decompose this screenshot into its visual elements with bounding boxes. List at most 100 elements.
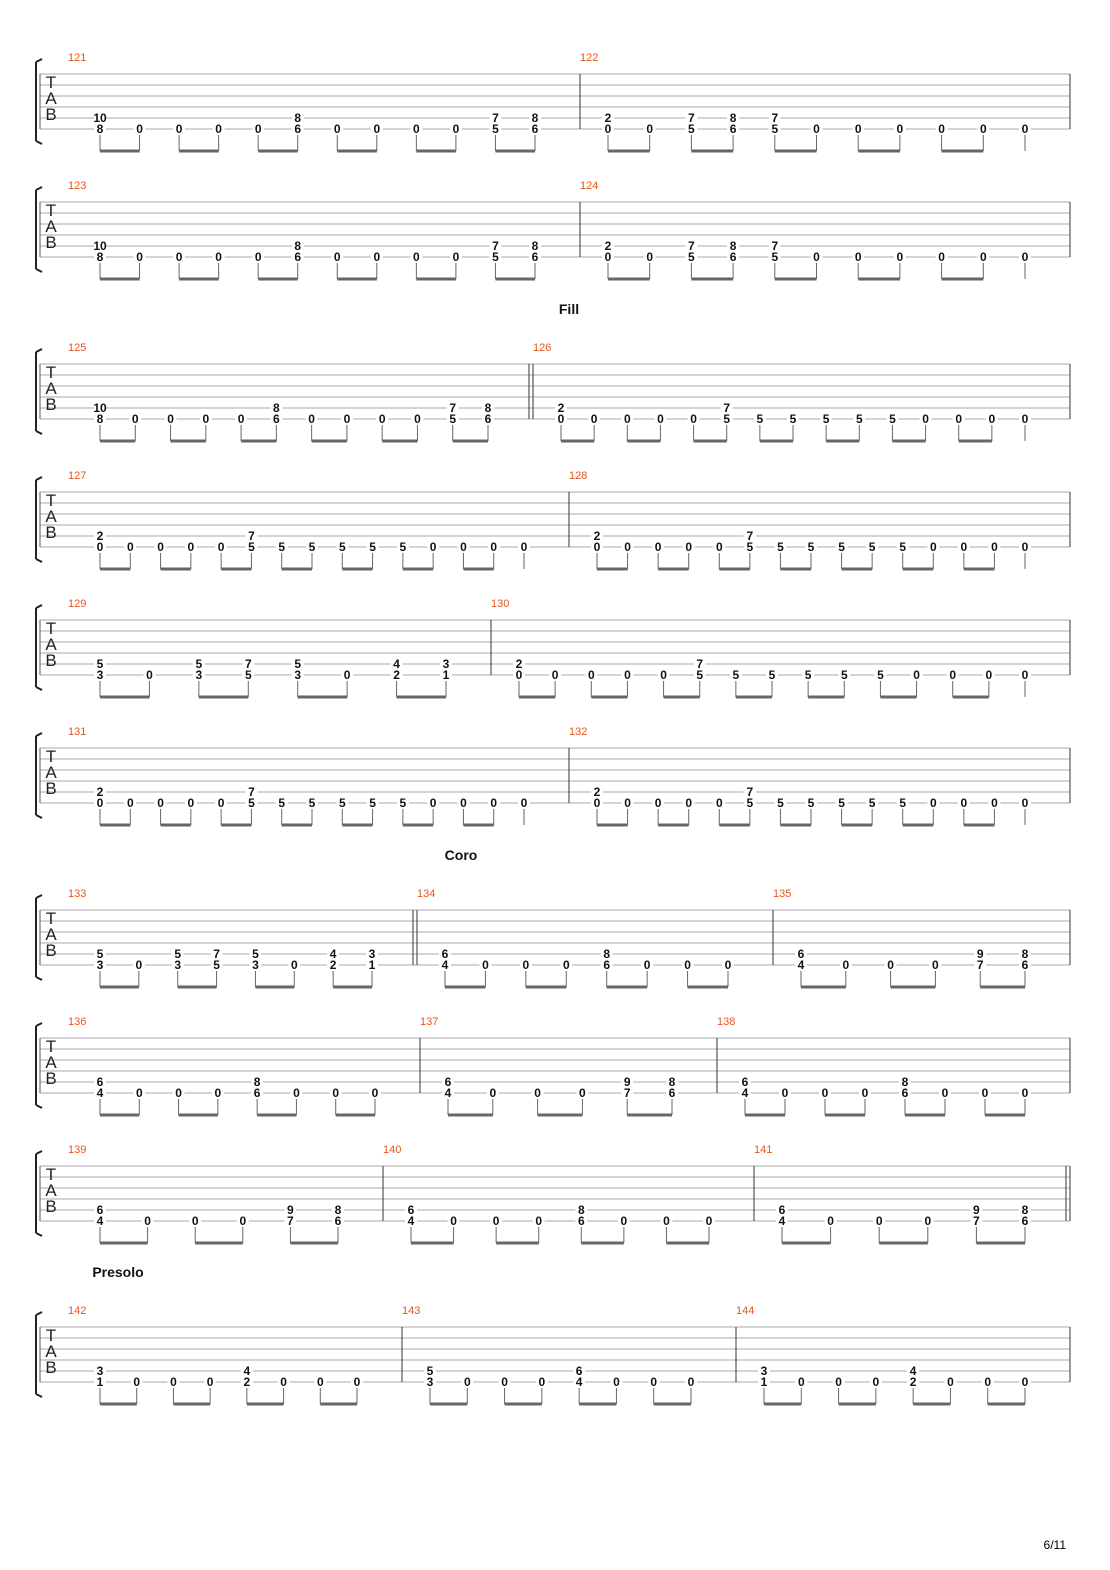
fret-backdrop <box>366 949 378 959</box>
fret-backdrop <box>336 798 349 808</box>
fret-backdrop <box>727 241 740 251</box>
fret-backdrop <box>288 960 301 970</box>
fret-number: 0 <box>133 1375 140 1389</box>
fret-number: 0 <box>876 1214 883 1228</box>
fret-number: 5 <box>899 796 906 810</box>
fret-backdrop <box>852 252 865 262</box>
fret-backdrop <box>795 1377 808 1387</box>
fret-backdrop <box>487 542 500 552</box>
fret-number: 0 <box>521 796 528 810</box>
fret-backdrop <box>685 113 698 123</box>
fret-backdrop <box>94 1366 106 1376</box>
fret-backdrop <box>974 949 987 959</box>
fret-backdrop <box>189 1216 202 1226</box>
fret-number: 0 <box>982 1086 989 1100</box>
fret-number: 0 <box>684 958 691 972</box>
fret-number: 0 <box>372 1086 379 1100</box>
fret-backdrop <box>560 960 573 970</box>
fret-number: 0 <box>558 412 565 426</box>
fret-number: 0 <box>97 540 104 554</box>
fret-number: 0 <box>613 1375 620 1389</box>
fret-backdrop <box>643 252 656 262</box>
fret-backdrop <box>482 414 494 424</box>
fret-backdrop <box>498 1377 511 1387</box>
fret-backdrop <box>390 659 403 669</box>
fret-number: 6 <box>1022 1214 1029 1228</box>
fret-backdrop <box>340 414 353 424</box>
fret-backdrop <box>899 1088 911 1098</box>
fret-backdrop <box>192 659 205 669</box>
fret-backdrop <box>884 960 897 970</box>
tab-clef-letter: B <box>45 105 56 124</box>
tab-clef-letter: B <box>45 651 56 670</box>
fret-number: 6 <box>408 1203 415 1217</box>
fret-number: 0 <box>1022 1375 1029 1389</box>
fret-backdrop <box>621 798 634 808</box>
fret-number: 0 <box>782 1086 789 1100</box>
fret-backdrop <box>919 414 932 424</box>
fret-number: 5 <box>733 668 740 682</box>
tab-clef-letter: A <box>45 635 57 654</box>
fret-number: 0 <box>897 122 904 136</box>
fret-backdrop <box>1019 949 1031 959</box>
fret-backdrop <box>575 1205 588 1215</box>
fret-number: 0 <box>552 668 559 682</box>
fret-backdrop <box>896 542 909 552</box>
fret-number: 8 <box>294 111 301 125</box>
fret-backdrop <box>952 414 965 424</box>
fret-number: 0 <box>239 1214 246 1228</box>
fret-backdrop <box>802 670 815 680</box>
fret-backdrop <box>240 1377 253 1387</box>
fret-number: 0 <box>822 1086 829 1100</box>
fret-number: 0 <box>961 796 968 810</box>
measure-number: 136 <box>68 1016 86 1028</box>
fret-number: 0 <box>949 668 956 682</box>
fret-number: 6 <box>445 1075 452 1089</box>
fret-backdrop <box>929 960 942 970</box>
fret-backdrop <box>585 670 598 680</box>
fret-number: 0 <box>660 668 667 682</box>
fret-number: 0 <box>334 122 341 136</box>
fret-number: 4 <box>576 1375 583 1389</box>
fret-number: 0 <box>521 540 528 554</box>
fret-backdrop <box>944 1377 957 1387</box>
fret-backdrop <box>251 1088 264 1098</box>
measure-number: 133 <box>68 888 86 900</box>
fret-number: 4 <box>97 1086 104 1100</box>
fret-number: 5 <box>492 250 499 264</box>
system-bracket <box>35 58 43 145</box>
fret-backdrop <box>240 1366 253 1376</box>
fret-number: 0 <box>942 1086 949 1100</box>
fret-number: 5 <box>309 540 316 554</box>
tab-clef-letter: B <box>45 233 56 252</box>
fret-number: 7 <box>449 401 456 415</box>
fret-backdrop <box>529 252 541 262</box>
fret-number: 2 <box>605 239 612 253</box>
fret-backdrop <box>907 1377 920 1387</box>
fret-number: 10 <box>93 111 107 125</box>
measure-number: 124 <box>580 180 598 192</box>
fret-backdrop <box>600 960 613 970</box>
fret-number: 0 <box>594 796 601 810</box>
tab-clef-letter: A <box>45 379 57 398</box>
fret-backdrop <box>331 252 344 262</box>
fret-backdrop <box>985 414 998 424</box>
fret-backdrop <box>621 1077 634 1087</box>
fret-backdrop <box>820 414 833 424</box>
tab-clef-letter: A <box>45 1181 57 1200</box>
fret-number: 0 <box>855 250 862 264</box>
fret-backdrop <box>602 252 614 262</box>
fret-backdrop <box>853 414 866 424</box>
fret-backdrop <box>727 113 740 123</box>
fret-backdrop <box>910 670 923 680</box>
fret-backdrop <box>457 798 470 808</box>
fret-backdrop <box>685 124 698 134</box>
fret-backdrop <box>370 124 383 134</box>
fret-backdrop <box>94 1205 106 1215</box>
fret-backdrop <box>935 252 948 262</box>
fret-backdrop <box>873 1216 886 1226</box>
fret-backdrop <box>835 798 848 808</box>
fret-backdrop <box>332 1216 344 1226</box>
fret-backdrop <box>133 1088 146 1098</box>
fret-backdrop <box>776 1216 788 1226</box>
